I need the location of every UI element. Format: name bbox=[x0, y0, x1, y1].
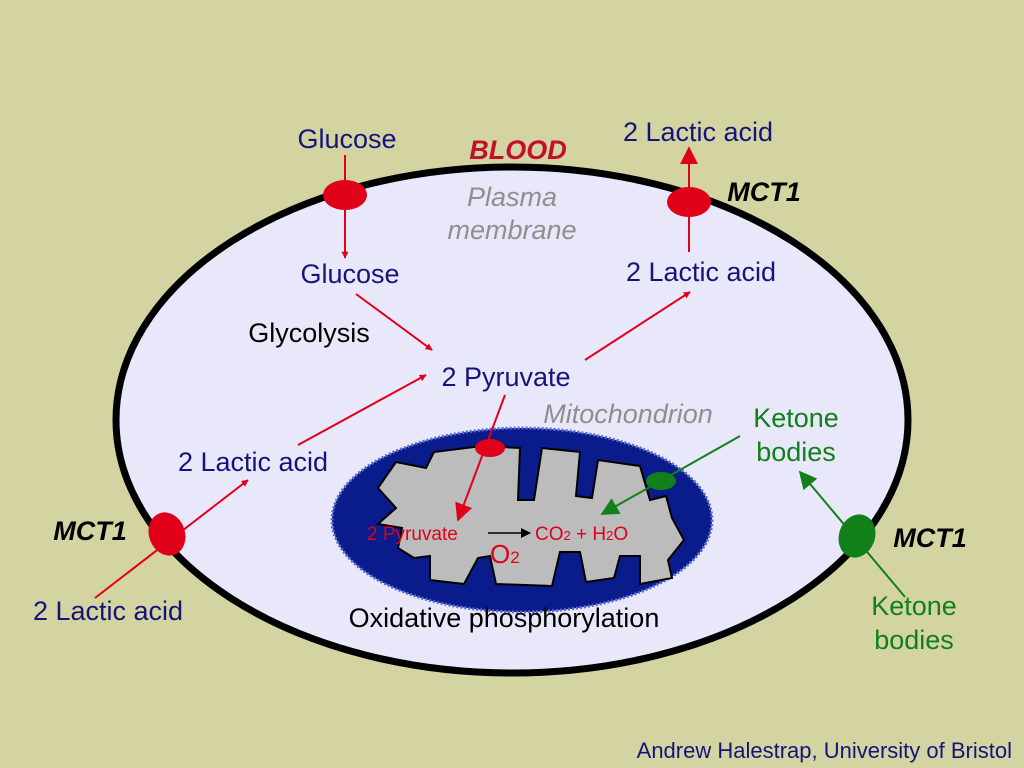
co2-h2o-label: CO2 + H2O bbox=[535, 524, 628, 545]
ketone-bodies-cell-label-2: bodies bbox=[756, 437, 836, 467]
mitochondrion-cristae bbox=[375, 444, 686, 588]
mct1-transporter-left bbox=[148, 512, 186, 556]
o2-subscript: 2 bbox=[510, 548, 519, 567]
credit-label: Andrew Halestrap, University of Bristol bbox=[637, 738, 1012, 763]
arrow-lactate-influx bbox=[94, 479, 249, 599]
lactic-acid-cell-left-label: 2 Lactic acid bbox=[178, 447, 328, 477]
h2o-subscript: 2 bbox=[606, 528, 613, 543]
mct1-left-label: MCT1 bbox=[53, 516, 127, 546]
co2-subscript: 2 bbox=[564, 528, 571, 543]
mitochondrion-label: Mitochondrion bbox=[543, 399, 713, 429]
arrow-glycolysis bbox=[355, 293, 433, 351]
lactic-acid-blood-top-label: 2 Lactic acid bbox=[623, 117, 773, 147]
glycolysis-label: Glycolysis bbox=[248, 318, 370, 348]
ketone-bodies-blood-label-2: bodies bbox=[874, 625, 954, 655]
co2-text: CO bbox=[535, 524, 564, 545]
ketone-bodies-blood-label-1: Ketone bbox=[871, 591, 957, 621]
mito-pyruvate-carrier bbox=[475, 439, 505, 457]
plasma-membrane-label-2: membrane bbox=[447, 215, 576, 245]
cell-plasma-membrane bbox=[112, 163, 912, 677]
lactic-acid-blood-left-label: 2 Lactic acid bbox=[33, 596, 183, 626]
arrow-pyruvate-to-lactate bbox=[584, 291, 691, 361]
blood-label: BLOOD bbox=[469, 135, 567, 165]
mito-pyruvate-label: 2 Pyruvate bbox=[367, 524, 458, 545]
glucose-blood-label: Glucose bbox=[297, 124, 396, 154]
plasma-membrane-label-1: Plasma bbox=[467, 182, 557, 212]
mct1-right-label: MCT1 bbox=[893, 523, 967, 553]
arrow-ketone-influx bbox=[798, 470, 906, 598]
ketone-bodies-cell-label-1: Ketone bbox=[753, 403, 839, 433]
mct1-transporter-right bbox=[838, 514, 876, 558]
plus-h-text: + H bbox=[571, 524, 606, 545]
h2o-o-text: O bbox=[613, 524, 628, 545]
mct1-top-label: MCT1 bbox=[727, 177, 801, 207]
arrow-lactate-to-pyruvate bbox=[297, 374, 427, 446]
o2-label: O2 bbox=[490, 539, 520, 569]
mitochondrion bbox=[330, 426, 714, 614]
lactic-acid-cell-top-label: 2 Lactic acid bbox=[626, 257, 776, 287]
arrow-ketone-into-mito bbox=[600, 435, 741, 515]
glucose-cell-label: Glucose bbox=[300, 259, 399, 289]
arrow-pyruvate-into-mito bbox=[455, 394, 506, 522]
pyruvate-label: 2 Pyruvate bbox=[441, 362, 570, 392]
oxidative-phosphorylation-label: Oxidative phosphorylation bbox=[349, 603, 660, 633]
o2-text: O bbox=[490, 539, 510, 569]
